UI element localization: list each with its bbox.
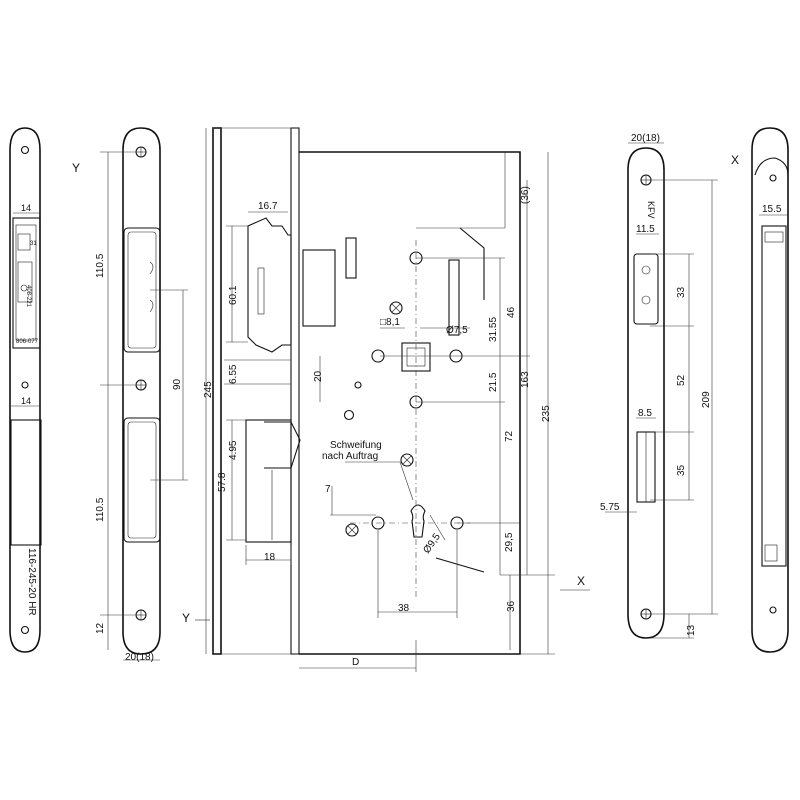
strike-side-view (751, 127, 789, 653)
lock-dim-21-5: 21.5 (488, 372, 499, 392)
strike-dim-209: 209 (701, 391, 712, 408)
faceplate-left-dim-14-mid: 14 (21, 396, 31, 406)
lock-dim-235: 235 (541, 405, 552, 422)
lock-dim-163: 163 (520, 371, 531, 388)
side-view (205, 127, 301, 655)
lock-dim-7: 7 (325, 484, 331, 495)
lock-dim-72: 72 (504, 430, 515, 442)
lock-dim-9-5: Ø9,5 (421, 531, 443, 555)
side-dim-4-95: 4.95 (228, 440, 239, 460)
side-dim-60-1: 60.1 (228, 285, 239, 305)
side-dim-18: 18 (264, 552, 276, 563)
faceplate-front-dim-bottom: 110.5 (95, 497, 106, 522)
strike-dim-35: 35 (676, 464, 687, 476)
strike-dim-11-5: 11.5 (636, 224, 655, 235)
lock-dim-31-55: 31.55 (488, 317, 499, 342)
lock-dim-38: 38 (398, 603, 410, 614)
strike-dim-8-5: 8.5 (638, 408, 652, 419)
lock-dim-46: 46 (506, 306, 517, 318)
faceplate-left-dim-14-top: 14 (21, 203, 31, 213)
side-dim-245: 245 (203, 381, 214, 398)
faceplate-left-label-408: 408-221 (25, 285, 31, 308)
strike-plate-view (605, 142, 718, 639)
faceplate-front-dim-top: 110.5 (95, 253, 106, 278)
faceplate-front-view (100, 127, 188, 661)
faceplate-front-dim-end: 12 (95, 622, 106, 634)
lock-dim-8-1: □8,1 (380, 317, 400, 328)
lock-note-line2: nach Auftrag (322, 451, 378, 462)
faceplate-front-dim-90: 90 (172, 378, 183, 390)
strike-dim-13: 13 (686, 624, 697, 636)
strike-dim-width: 20(18) (631, 133, 660, 144)
strike-dim-33: 33 (676, 286, 687, 298)
side-dim-16-7: 16.7 (258, 201, 278, 212)
side-dim-20: 20 (313, 370, 324, 382)
faceplate-left-label-806: 806-077 (16, 339, 39, 345)
faceplate-front-dim-width: 20(18) (125, 652, 154, 663)
lock-dim-36-bottom: 36 (506, 600, 517, 612)
axis-label-x-right: X (731, 153, 739, 167)
lock-dim-36-top: (36) (520, 186, 531, 204)
lock-dim-D: D (352, 657, 359, 668)
faceplate-left-view (9, 127, 42, 653)
axis-label-y-left: Y (72, 161, 80, 175)
lock-dim-7-5: Ø7,5 (446, 325, 468, 336)
strike-side-dim-15-5: 15.5 (762, 204, 782, 215)
side-dim-6-55: 6.55 (228, 364, 239, 384)
lock-note-line1: Schweifung (330, 440, 382, 451)
side-dim-57-8: 57.8 (217, 472, 228, 492)
faceplate-left-label-31: 31 (30, 241, 37, 247)
faceplate-left-part-number: 116-245-20 HR (26, 548, 37, 616)
axis-label-x-mid: X (577, 574, 585, 588)
lock-body (299, 151, 555, 672)
strike-logo: KFV (646, 201, 656, 219)
strike-dim-5-75: 5.75 (600, 502, 620, 513)
axis-label-y-bottom: Y (182, 611, 190, 625)
lock-dim-29-5: 29,5 (504, 532, 515, 552)
strike-dim-52: 52 (676, 374, 687, 386)
